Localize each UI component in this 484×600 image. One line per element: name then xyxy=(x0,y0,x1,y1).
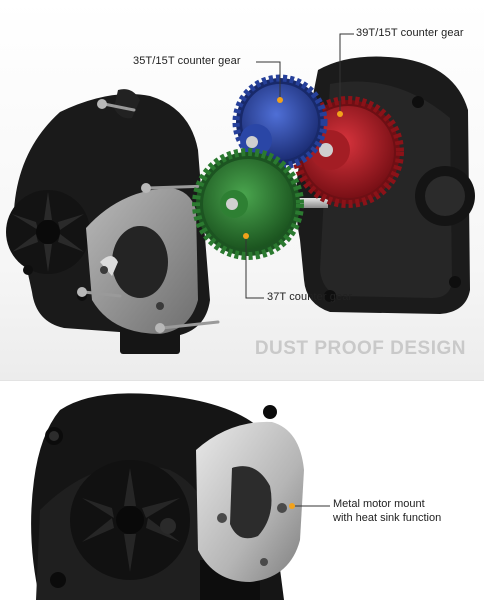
motor-mount-callout: Metal motor mount with heat sink functio… xyxy=(333,497,441,525)
callout-leaders xyxy=(245,33,354,299)
green-counter-gear xyxy=(192,148,304,260)
assembled-gearbox-illustration xyxy=(31,393,330,600)
callout-37t-counter-gear: 37T counter gear xyxy=(267,291,353,303)
callout-39t-15t-counter-gear: 39T/15T counter gear xyxy=(356,27,464,39)
callout-dots xyxy=(243,97,343,239)
red-counter-gear xyxy=(292,96,404,208)
motor-mount-callout-dot xyxy=(289,503,295,509)
assembled-metal-motor-mount xyxy=(196,421,304,582)
exploded-gearbox-panel: 35T/15T counter gear 39T/15T counter gea… xyxy=(0,0,484,380)
blue-counter-gear xyxy=(232,74,328,170)
metal-motor-plate xyxy=(86,188,198,334)
motor-mount-line-1: Metal motor mount xyxy=(333,498,425,510)
section-divider xyxy=(0,380,484,391)
dust-proof-headline: DUST PROOF DESIGN xyxy=(254,338,466,359)
motor-mount-line-2: with heat sink function xyxy=(333,512,442,524)
exploded-gearbox-illustration xyxy=(6,33,475,354)
assembled-gearbox-panel: Metal motor mount with heat sink functio… xyxy=(0,390,484,600)
callout-35t-15t-counter-gear: 35T/15T counter gear xyxy=(133,55,241,67)
